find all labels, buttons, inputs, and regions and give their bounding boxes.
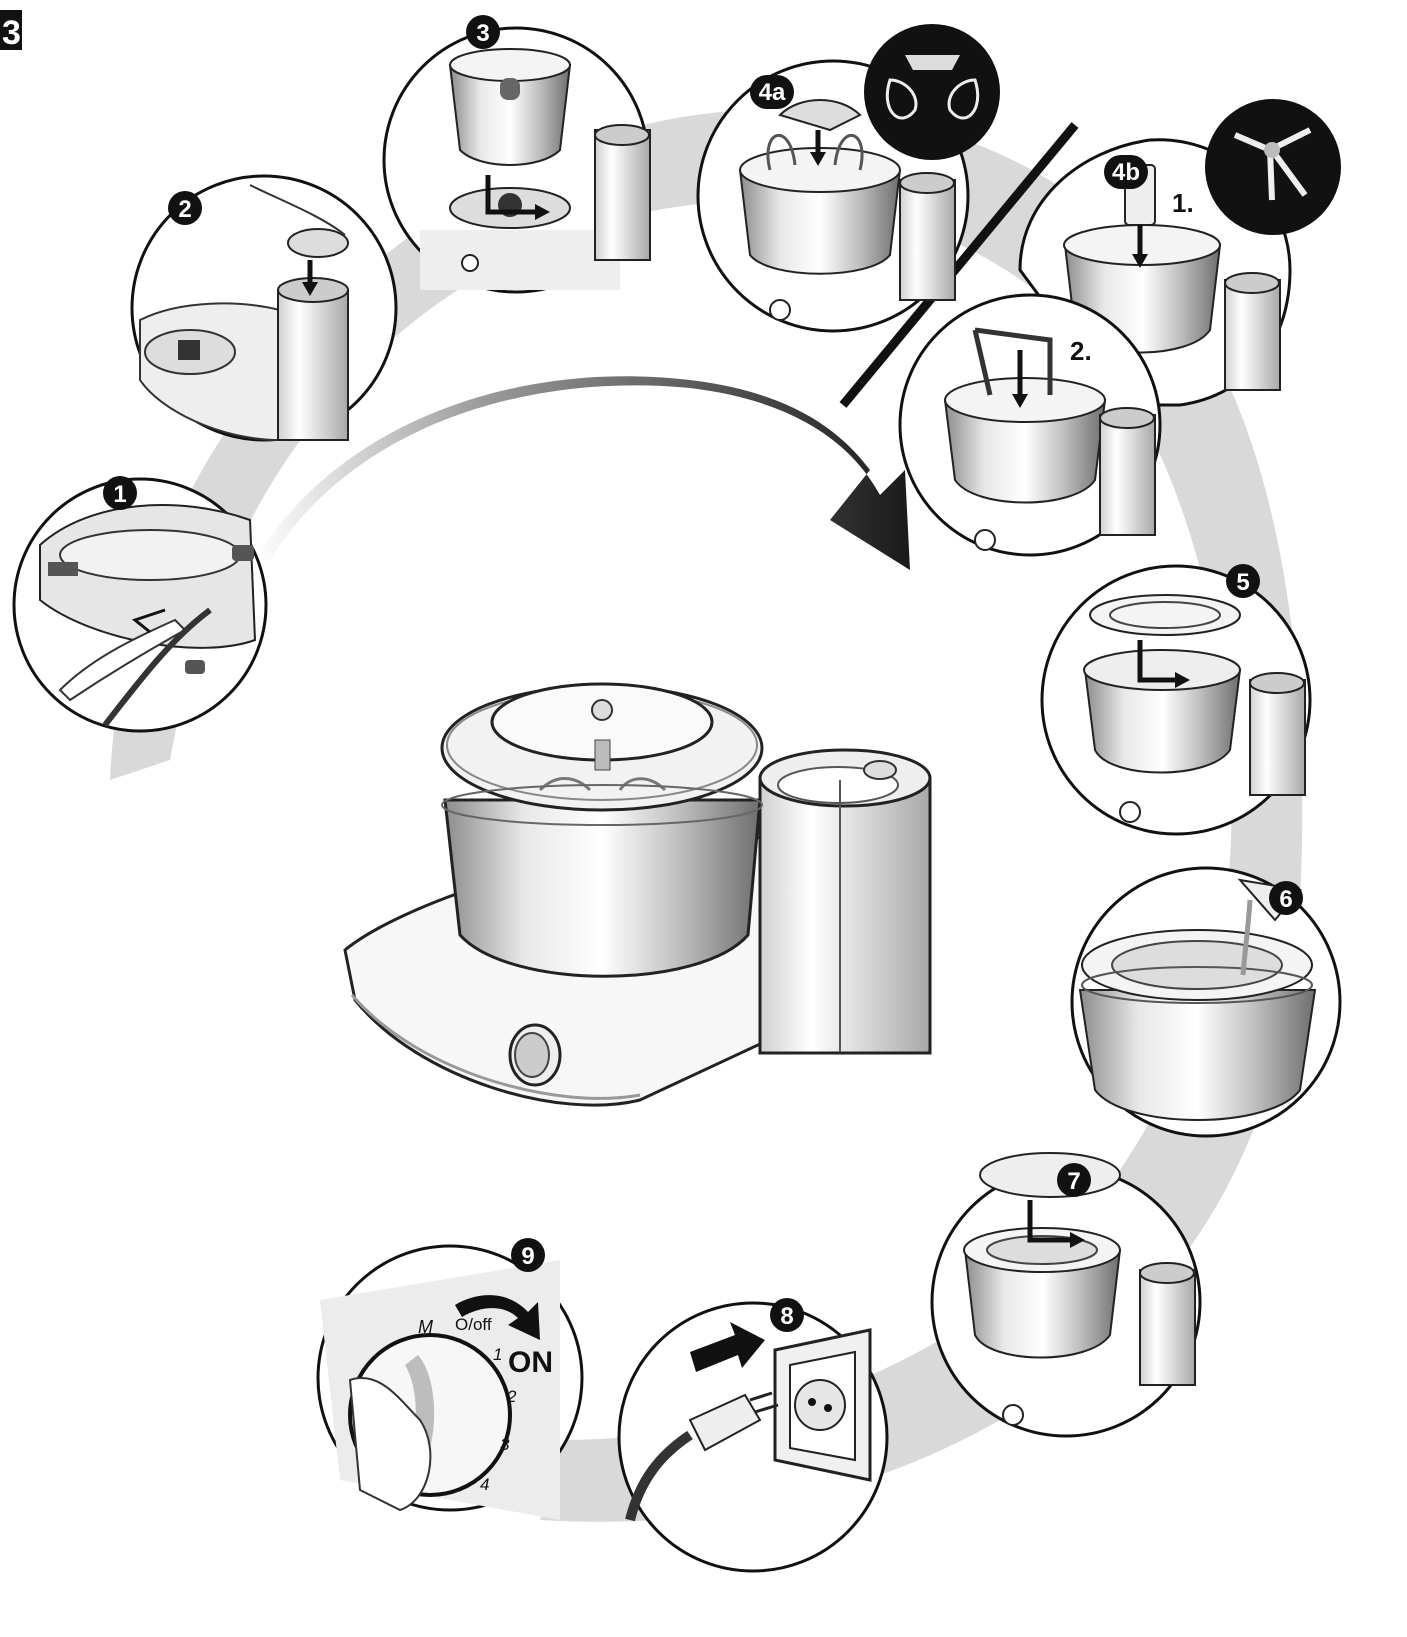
- rotate-arrow-icon: [455, 1295, 540, 1340]
- svg-text:4a: 4a: [759, 79, 786, 106]
- step-4b-part2-panel: 2.: [898, 293, 1162, 557]
- dial-label-m: M: [418, 1317, 433, 1337]
- step-badge-1: 1: [103, 476, 137, 510]
- svg-text:1: 1: [113, 481, 126, 508]
- svg-text:4b: 4b: [1112, 159, 1140, 186]
- step-4a-whisk-inset: [864, 24, 1000, 160]
- step-2-panel: [130, 174, 398, 442]
- svg-text:3: 3: [476, 20, 489, 47]
- svg-text:2: 2: [178, 196, 191, 223]
- power-plug-icon: [625, 1391, 779, 1522]
- step-badge-2: 2: [168, 191, 202, 225]
- step-badge-6: 6: [1269, 881, 1303, 915]
- insert-arrow-icon: [690, 1322, 765, 1372]
- svg-text:7: 7: [1067, 1168, 1080, 1195]
- svg-text:9: 9: [521, 1243, 534, 1270]
- step-badge-9: 9: [511, 1238, 545, 1272]
- wall-socket-icon: [773, 1328, 872, 1482]
- step-badge-7: 7: [1057, 1163, 1091, 1197]
- svg-text:3: 3: [2, 14, 21, 52]
- flow-arrow-icon: [255, 376, 910, 570]
- option-divider: [839, 122, 1079, 408]
- dial-label-3: 3: [500, 1435, 510, 1454]
- dial-on-label: ON: [508, 1346, 553, 1379]
- svg-text:5: 5: [1236, 569, 1249, 596]
- step-7-panel: [930, 1152, 1202, 1438]
- step-5-panel: [1040, 564, 1312, 836]
- step-3-panel: [382, 26, 651, 294]
- step-badge-5: 5: [1226, 564, 1260, 598]
- step-badge-4a: 4a: [750, 75, 794, 109]
- step-1-panel: [12, 477, 268, 733]
- step-badge-3: 3: [466, 15, 500, 49]
- step-4b-substep-1: 1.: [1172, 188, 1194, 218]
- step-badge-8: 8: [770, 1298, 804, 1332]
- dial-label-4: 4: [480, 1475, 489, 1494]
- step-4b-substep-2: 2.: [1070, 336, 1092, 366]
- svg-text:6: 6: [1279, 886, 1292, 913]
- food-mixer-illustration: [343, 682, 932, 1107]
- svg-text:8: 8: [780, 1303, 793, 1330]
- step-badges: 1 2 3 4a 4b 5 6 7: [103, 15, 1303, 1332]
- step-4b-hook-inset: [1205, 99, 1341, 235]
- dial-label-2: 2: [506, 1387, 517, 1406]
- step-badge-4b: 4b: [1104, 155, 1148, 189]
- dial-label-off: O/off: [455, 1315, 492, 1334]
- step-8-panel: [617, 1301, 889, 1573]
- step-9-panel: M O/off 1 2 3 4 ON: [316, 1244, 584, 1520]
- dial-label-1: 1: [493, 1345, 502, 1364]
- figure-number: 3: [0, 10, 22, 52]
- step-6-panel: [1070, 866, 1342, 1138]
